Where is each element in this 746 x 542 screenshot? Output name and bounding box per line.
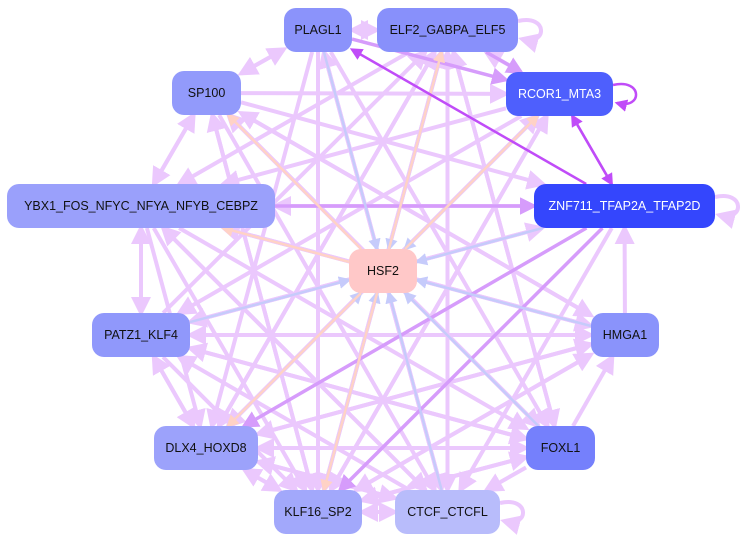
node-ctcf-ctcfl[interactable]: CTCF_CTCFL [395, 490, 500, 534]
edge-hsf2-to-rcor1 [404, 114, 540, 250]
edge-hsf2-to-sp100 [226, 113, 363, 250]
node-sp100[interactable]: SP100 [172, 71, 241, 115]
edge-patz1-to-foxl1 [189, 346, 530, 445]
node-label: FOXL1 [540, 441, 581, 455]
edge-plagl1-to-sp100 [237, 47, 285, 76]
edge-ybx1-to-foxl1 [178, 226, 530, 431]
edge-foxl1-to-hsf2 [403, 291, 540, 427]
edge-rcor1-to-ybx1 [219, 106, 507, 190]
edge-rcor1-to-patz1 [175, 114, 523, 315]
node-hmga1[interactable]: HMGA1 [591, 313, 659, 357]
edge-klf16-to-dlx4 [241, 468, 281, 492]
edge-znf711-to-rcor1 [571, 113, 613, 185]
edge-hmga1-to-hsf2 [414, 276, 592, 328]
node-label: ZNF711_TFAP2A_TFAP2D [548, 199, 701, 213]
edge-znf711-to-plagl1 [349, 48, 587, 186]
node-label: ELF2_GABPA_ELF5 [389, 23, 506, 37]
edge-dlx4-to-hmga1 [257, 338, 595, 436]
edge-sp100-to-rcor1 [240, 83, 510, 104]
edge-hsf2-to-ybx1 [220, 224, 350, 264]
edge-hsf2-to-dlx4 [226, 292, 362, 428]
edge-klf16-to-hmga1 [355, 352, 595, 492]
node-label: YBX1_FOS_NFYC_NFYA_NFYB_CEBPZ [24, 199, 258, 213]
node-dlx4-hoxd8[interactable]: DLX4_HOXD8 [154, 426, 258, 470]
node-rcor1-mta3[interactable]: RCOR1_MTA3 [506, 72, 613, 116]
node-klf16-sp2[interactable]: KLF16_SP2 [274, 490, 362, 534]
node-plagl1[interactable]: PLAGL1 [284, 8, 352, 52]
edge-znf711-to-znf711 [714, 194, 740, 229]
edge-znf711-to-dlx4 [241, 226, 588, 428]
edge-patz1-to-hsf2 [189, 276, 352, 324]
edge-rcor1-to-rcor1 [612, 82, 638, 112]
node-label: HMGA1 [602, 328, 648, 342]
node-elf2-gabpa-elf5[interactable]: ELF2_GABPA_ELF5 [377, 8, 518, 52]
node-label: PLAGL1 [294, 23, 342, 37]
edge-sp100-to-ctcf [217, 114, 437, 494]
edge-sp100-to-znf711 [240, 100, 547, 190]
node-label: RCOR1_MTA3 [517, 87, 602, 101]
edge-klf16-to-rcor1 [328, 112, 549, 492]
node-patz1-klf4[interactable]: PATZ1_KLF4 [92, 313, 190, 357]
node-ybx1-fos-nfyc-nfya-nfyb-cebpz[interactable]: YBX1_FOS_NFYC_NFYA_NFYB_CEBPZ [7, 184, 275, 228]
node-label: SP100 [187, 86, 226, 100]
edge-foxl1-to-ctcf [482, 465, 527, 492]
edge-hsf2-to-klf16 [320, 292, 379, 493]
node-foxl1[interactable]: FOXL1 [526, 426, 595, 470]
edge-ybx1-to-sp100 [152, 111, 196, 186]
edge-plagl1-to-hsf2 [322, 51, 381, 252]
edge-znf711-to-hsf2 [414, 226, 544, 266]
edge-ctcf-to-hsf2 [385, 290, 443, 491]
node-hsf2[interactable]: HSF2 [349, 249, 417, 293]
edge-hsf2-to-elf2 [387, 49, 446, 250]
node-label: DLX4_HOXD8 [165, 441, 247, 455]
node-label: KLF16_SP2 [284, 505, 352, 519]
node-label: PATZ1_KLF4 [104, 328, 178, 342]
node-label: CTCF_CTCFL [407, 505, 488, 519]
node-znf711-tfap2a-tfap2d[interactable]: ZNF711_TFAP2A_TFAP2D [534, 184, 715, 228]
edge-ctcf-to-ctcf [499, 500, 525, 535]
edge-elf2-to-elf2 [517, 18, 543, 53]
edge-sp100-to-hmga1 [239, 111, 595, 318]
edge-elf2-to-rcor1 [485, 50, 525, 74]
node-label: HSF2 [367, 264, 399, 278]
edge-foxl1-to-hmga1 [571, 353, 615, 427]
